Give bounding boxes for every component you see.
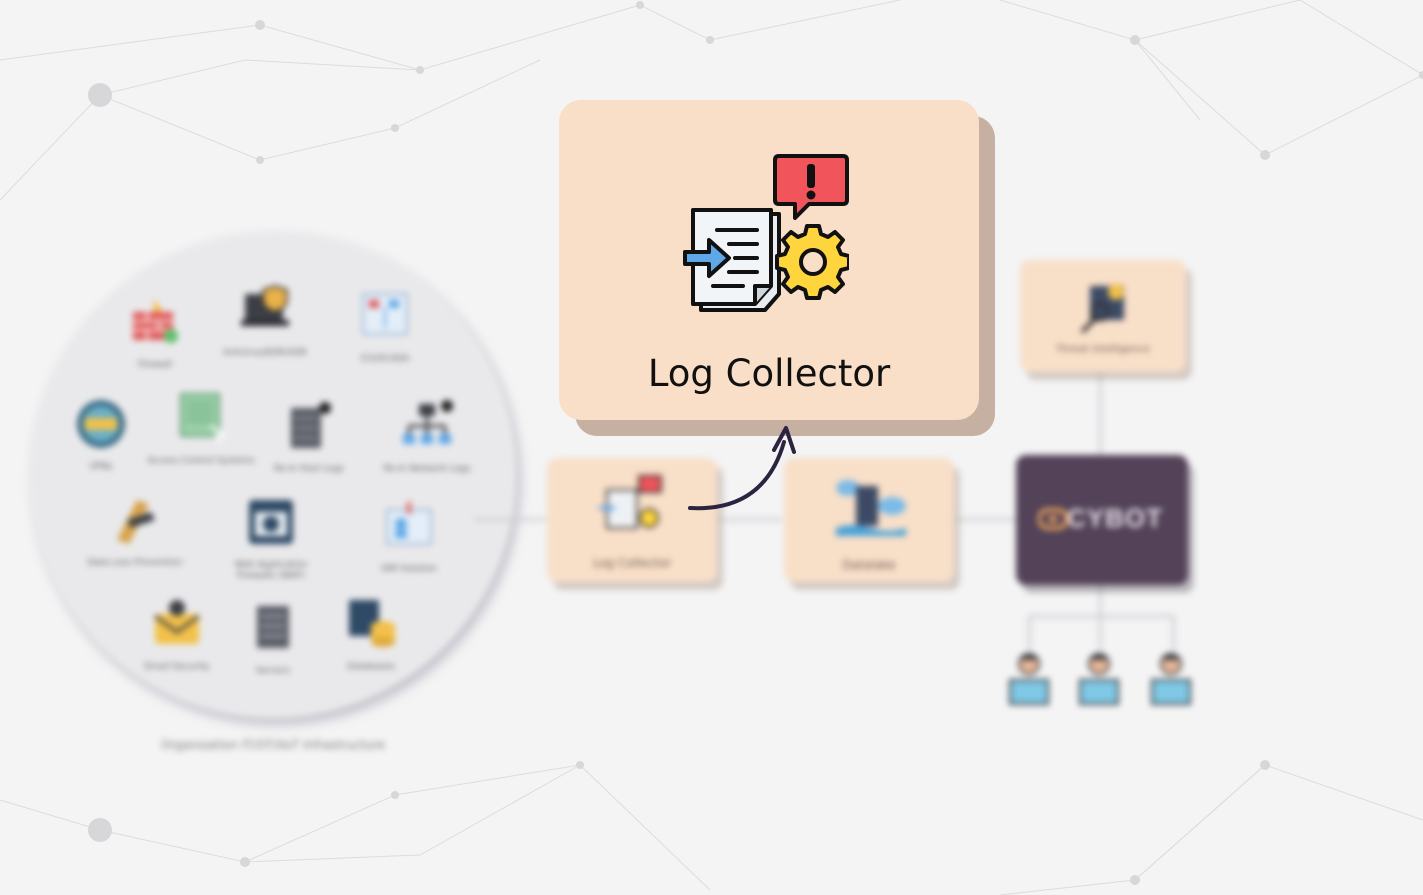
input-arrow-icon [683,238,731,278]
connector-analyst-2 [1099,615,1102,651]
server-icon [257,606,289,648]
iam-icon [386,502,432,545]
datalake-icon [836,480,906,536]
connector-cybot-down [1099,585,1102,617]
org-item-access-control: Access Control Systems [146,390,256,467]
log-collector-small-icon [599,475,662,529]
antivirus-laptop-icon [241,284,289,326]
connector-analyst-3 [1172,615,1175,651]
gear-icon [775,224,849,300]
org-item-label: Access Control Systems [147,456,255,466]
org-item-label: Antivirus/EDR/XDR [222,348,308,358]
org-item-firewall: Firewall [100,294,210,371]
org-item-label: Servers [255,666,291,676]
org-item-label: VPNs [89,462,113,472]
org-item-iam: IAM Solution [354,498,464,575]
org-item-host-logs: Re-In Host Logs [254,398,364,475]
org-item-label: Re-In Host Logs [274,464,344,474]
connector-threat-to-cybot [1099,372,1102,456]
org-item-label: Web Application Firewalls (WAF) [234,560,308,581]
log-collector-icon [683,154,849,312]
threat-intelligence-node: Threat Intelligence [1020,260,1186,372]
org-item-waf: Web Application Firewalls (WAF) [216,494,326,582]
callout-arrow-icon [688,426,796,511]
datalake-node: Datalake [784,458,954,582]
network-logs-icon [403,400,453,444]
org-item-email-security: Email Security [122,596,232,673]
analyst-icon [1079,653,1119,705]
connector-collector-to-datalake [718,518,782,521]
email-security-icon [154,600,200,644]
scada-icon [362,293,408,335]
analyst-icon [1009,653,1049,705]
cybot-logo-icon [1038,508,1068,530]
org-item-label: Databases [347,662,395,672]
log-collector-highlight-card: Log Collector [559,100,979,420]
database-icon [349,600,395,647]
threat-intelligence-label: Threat Intelligence [1056,344,1150,355]
log-collector-node-label: Log Collector [592,556,672,570]
org-item-servers: Servers [218,600,328,677]
host-logs-icon [291,402,331,448]
analyst-icon [1151,653,1191,705]
connector-analyst-1 [1028,615,1031,651]
org-item-databases: Databases [316,596,426,673]
firewall-icon [133,300,178,343]
org-item-scada: ICS/SCADA [330,288,440,365]
org-item-antivirus: Antivirus/EDR/XDR [210,282,320,359]
access-control-icon [180,393,227,443]
log-collector-node: Log Collector [547,458,717,582]
org-item-label: Firewall [138,360,172,370]
org-item-network-logs: Re-In Network Logs [372,398,482,475]
org-item-label: Email Security [144,662,210,672]
org-item-label: Data Loss Prevention [87,558,183,568]
org-item-vpn: VPNs [46,396,156,473]
organization-caption: Organization IT/OT/IIoT Infrastructure [161,738,385,752]
waf-icon [249,500,293,544]
org-item-label: ICS/SCADA [360,354,410,364]
cybot-node: CYBOT [1016,455,1188,585]
connector-org-to-collector [474,518,546,521]
threat-intelligence-icon [1080,284,1124,334]
log-collector-title: Log Collector [647,352,891,395]
dlp-icon [117,500,155,544]
connector-datalake-to-cybot [956,518,1016,521]
vpn-globe-icon [77,400,125,448]
datalake-node-label: Datalake [842,558,896,572]
org-item-label: Re-In Network Logs [383,464,471,474]
org-item-dlp: Data Loss Prevention [80,492,190,569]
cybot-label: CYBOT [1067,503,1163,533]
org-item-label: IAM Solution [380,564,438,574]
